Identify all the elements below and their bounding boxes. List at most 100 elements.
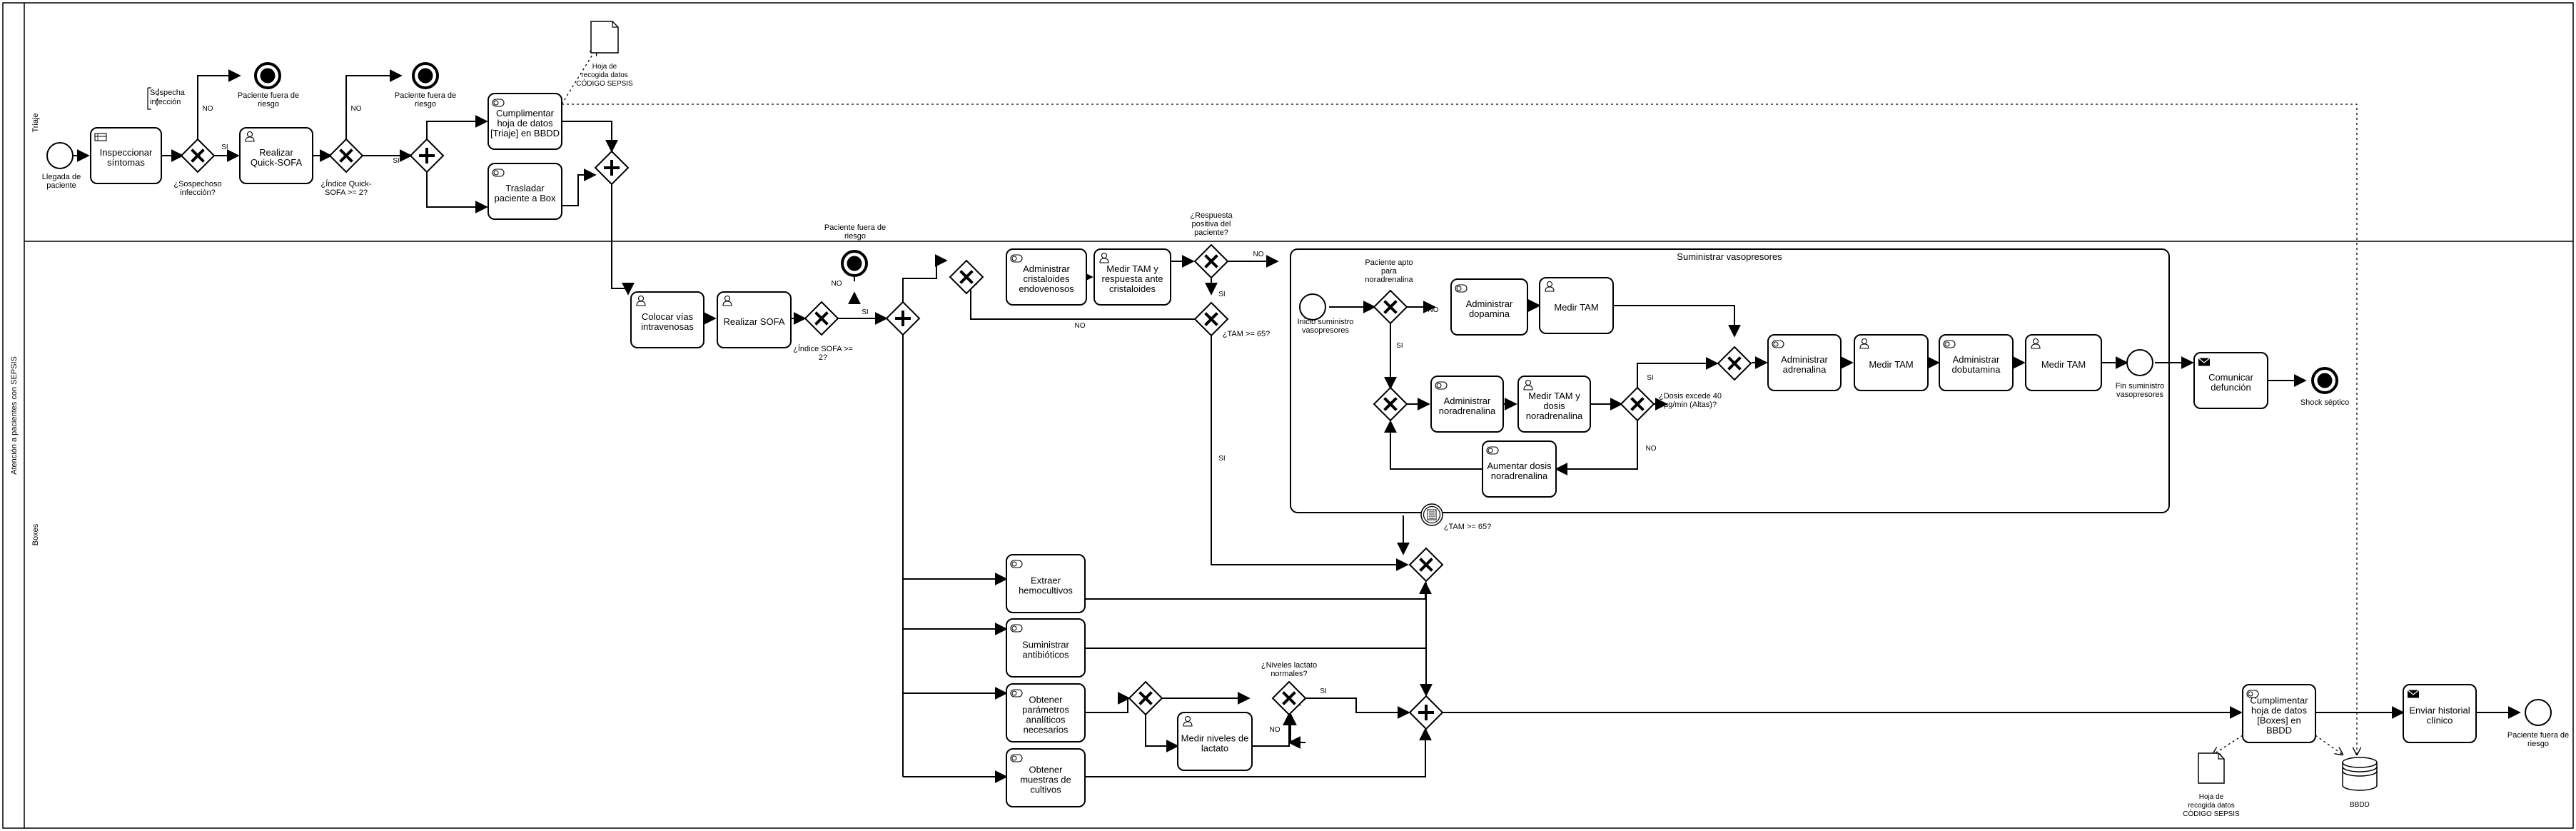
gateway-dosis[interactable] [1620,386,1655,422]
parallel-gateway-icon [419,148,435,163]
event-fuera-riesgo-final[interactable] [2525,699,2552,726]
flow-label-no: NO [351,105,362,113]
pool-title: Atención a pacientes con SEPSIS [10,356,19,475]
task-realizar-sofa[interactable]: Realizar SOFA [717,291,792,348]
gateway-quick[interactable] [328,138,364,173]
boundary-conditional-event[interactable] [1420,503,1443,526]
task-label: Medir TAM [1554,302,1598,313]
flow-label-si: SI [1218,291,1225,298]
service-task-icon [1010,560,1023,568]
service-task-icon [1772,340,1784,348]
exclusive-gateway-icon [1282,691,1296,705]
task-medir-tam-3[interactable]: Medir TAM [2025,334,2102,391]
exclusive-gateway-icon [1204,254,1218,268]
quick-label: ¿Índice Quick-SOFA >= 2? [321,179,372,197]
service-task-icon [1486,446,1499,455]
subprocess-vasopresores[interactable] [1290,248,2170,513]
flow-label-si: SI [1396,342,1403,350]
gateway-merge-nora[interactable] [1373,386,1408,422]
gateway-merge-vaso[interactable] [1717,346,1752,381]
manual-task-icon [94,133,107,141]
gateway-lactato[interactable] [1271,680,1307,716]
event-inicio-vaso[interactable] [1299,293,1326,321]
exclusive-gateway-icon [1383,300,1398,314]
gateway-join-boxes[interactable] [1408,695,1444,730]
gateway-merge-tam[interactable] [1408,547,1444,583]
parallel-gateway-icon [1418,705,1434,720]
gateway-tam-65[interactable] [1193,301,1229,337]
event-fin-vaso[interactable] [2126,349,2153,376]
data-store-bbdd[interactable] [2342,757,2378,791]
flow-label-no: NO [1270,726,1281,734]
flow-label-no: NO [1646,445,1657,453]
flow-label-no: NO [1253,251,1264,258]
event-fuera-riesgo-3[interactable] [841,250,868,277]
event-fuera-riesgo-2[interactable] [412,62,439,89]
gateway-join-triaje[interactable] [594,150,630,186]
gateway-sofa[interactable] [804,301,839,336]
gateway-merge-cristal[interactable] [949,259,984,295]
event-llegada[interactable] [46,142,74,169]
gateway-split-boxes[interactable] [885,301,921,336]
task-medir-tam-2[interactable]: Medir TAM [1854,334,1929,391]
service-task-icon [492,168,505,177]
lane-triaje-title: Triaje [31,113,40,132]
task-medir-tam-1[interactable]: Medir TAM [1539,277,1614,334]
gateway-respuesta[interactable] [1193,243,1229,279]
shock-label: Shock séptico [2300,398,2349,407]
conditional-icon [1427,509,1437,520]
service-task-icon [1010,754,1023,762]
gateway-split-triaje[interactable] [409,138,445,173]
flow-label-si: SI [1320,688,1326,695]
event-fuera-riesgo-1[interactable] [254,62,281,89]
flow-label-no: NO [1428,306,1439,314]
sequence-flows [73,69,2521,783]
flow-label-si: SI [862,308,868,316]
event-shock[interactable] [2311,367,2338,394]
gateway-merge-lactato[interactable] [1128,680,1163,716]
gateway-apto[interactable] [1373,289,1408,325]
send-task-icon [2198,357,2211,367]
sofa-label: ¿Índice SOFA >=2? [793,344,853,362]
flow-label-no: NO [203,105,213,113]
gateway-sospechoso[interactable] [180,138,216,173]
data-object-hoja-top[interactable] [590,21,619,54]
data-object-hoja-bottom[interactable] [2198,752,2225,784]
